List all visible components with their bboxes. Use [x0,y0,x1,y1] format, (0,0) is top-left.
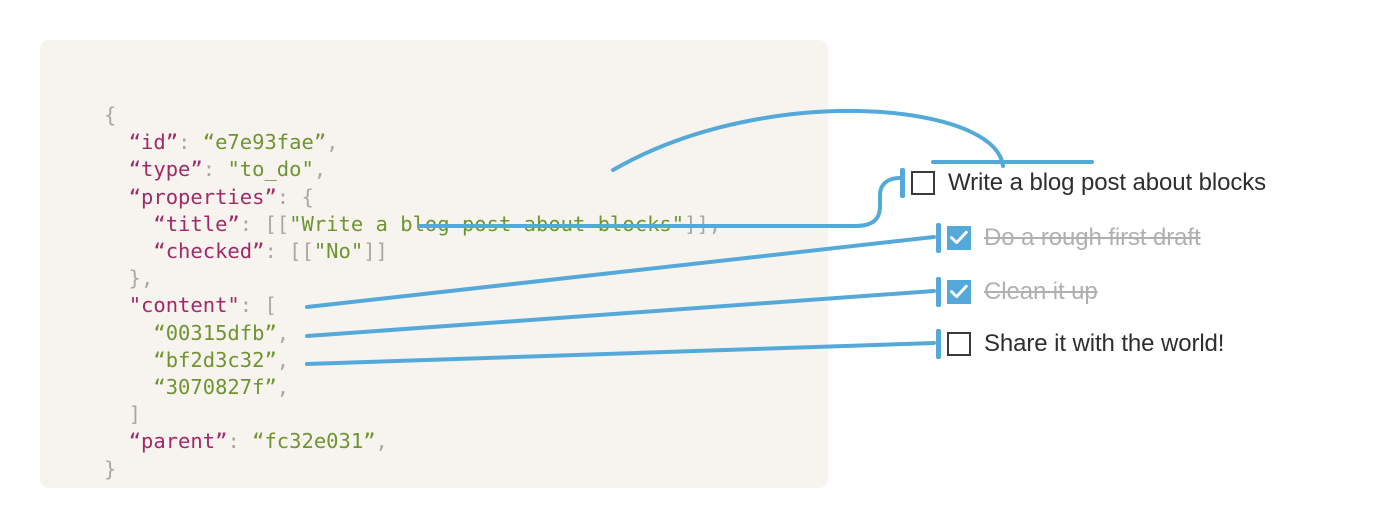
json-token-p: } [104,456,117,481]
json-code-line: “00315dfb”, [104,320,904,347]
json-token-k: "content" [128,293,240,318]
json-token-s: “e7e93fae” [202,130,327,155]
checkbox-checked-icon[interactable] [947,280,971,304]
json-code-line: “checked”: [["No"]] [104,238,904,265]
json-token-p [104,157,129,181]
json-code-line: "content": [ [104,292,904,319]
json-token-k: “id” [128,130,179,155]
json-token-s: "to_do" [227,157,314,182]
json-token-p [104,348,153,372]
json-token-p [104,429,129,453]
json-code-line: } [104,456,904,483]
json-token-p: : [227,429,253,454]
json-token-p: ]], [684,211,722,236]
block-handle-bar[interactable] [900,168,905,198]
json-token-p: : [[ [239,211,290,236]
json-code-line: “properties”: { [104,184,904,211]
checkbox-checked-icon[interactable] [947,226,971,250]
todo-item-clean-it-up[interactable]: Clean it up [936,275,1098,309]
json-token-p: { [104,103,117,127]
json-token-k: “properties” [128,184,277,209]
json-token-p: : [ [239,293,277,318]
todo-item-label: Do a rough first draft [984,224,1201,251]
todo-item-write-blog-post[interactable]: Write a blog post about blocks [900,166,1266,200]
json-token-p [104,185,129,209]
json-token-p [104,375,153,399]
json-code-line: “id”: “e7e93fae”, [104,129,904,156]
json-token-p [104,212,153,236]
json-token-p: , [313,157,327,182]
json-token-s: “bf2d3c32” [153,347,277,372]
json-token-s: “00315dfb” [153,320,277,345]
json-code-line: }, [104,265,904,292]
todo-item-share-with-world[interactable]: Share it with the world! [936,327,1224,361]
json-code-line: { [104,102,904,129]
json-token-k: “parent” [128,429,228,454]
checkbox-unchecked-icon[interactable] [947,332,971,356]
todo-item-rough-first-draft[interactable]: Do a rough first draft [936,221,1201,255]
json-token-s: “3070827f” [153,375,277,400]
json-code-line: “3070827f”, [104,374,904,401]
block-handle-bar[interactable] [936,277,941,307]
json-code-line: “type”: "to_do", [104,156,904,183]
json-token-s: "Write a blog post about blocks" [289,211,685,236]
todo-item-label: Share it with the world! [984,330,1225,357]
block-json-panel: { “id”: “e7e93fae”, “type”: "to_do", “pr… [40,40,828,488]
json-token-p [104,321,153,345]
json-token-p: , [276,347,290,372]
json-code-line: “bf2d3c32”, [104,347,904,374]
json-token-s: "No" [313,239,364,264]
json-token-p: : { [276,184,314,209]
json-token-p: , [326,130,339,155]
json-code-block: { “id”: “e7e93fae”, “type”: "to_do", “pr… [104,102,904,483]
json-token-p [104,130,129,154]
json-token-p: : [202,157,228,182]
json-token-k: “title” [153,211,240,236]
json-token-p [104,239,153,263]
todo-item-label: Clean it up [984,278,1098,305]
json-token-k: “type” [128,157,203,182]
block-handle-bar[interactable] [936,223,941,253]
json-token-p [104,293,129,317]
json-token-p: , [375,429,388,454]
json-code-line: “parent”: “fc32e031”, [104,428,904,455]
json-token-p: }, [104,266,154,291]
json-token-p: , [276,375,290,400]
json-token-p: ]] [363,239,388,264]
json-token-s: “fc32e031” [252,429,376,454]
json-token-p: , [276,320,290,345]
todo-item-label: Write a blog post about blocks [948,169,1267,196]
checkbox-unchecked-icon[interactable] [911,171,935,195]
block-handle-bar[interactable] [936,329,941,359]
json-code-line: ] [104,401,904,428]
json-token-k: “checked” [153,239,265,264]
json-code-line: “title”: [["Write a blog post about bloc… [104,211,904,238]
json-token-p: : [[ [264,239,314,264]
json-token-p: : [178,130,203,155]
json-token-p: ] [104,402,142,427]
